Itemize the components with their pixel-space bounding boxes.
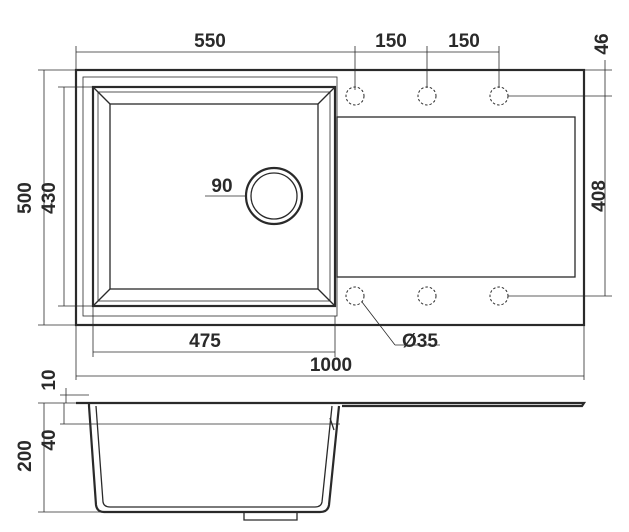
drainboard (336, 116, 576, 278)
hole-bot-3 (489, 286, 509, 306)
label-500: 500 (15, 182, 36, 214)
bevel-br (317, 288, 336, 307)
hole-bot-1 (345, 286, 365, 306)
label-475: 475 (189, 331, 221, 352)
label-408: 408 (589, 180, 610, 212)
sink-outline (74, 68, 586, 327)
bowl-floor (109, 103, 319, 290)
label-90: 90 (211, 176, 232, 197)
label-46: 46 (592, 33, 613, 54)
hole-top-3 (489, 86, 509, 106)
top-view-dimensions (38, 46, 612, 380)
bowl-band (97, 91, 331, 302)
bevel-tl (92, 86, 111, 105)
tap-holes (345, 86, 509, 306)
label-40: 40 (39, 429, 60, 450)
label-10: 10 (39, 369, 60, 390)
hole-top-2 (417, 86, 437, 106)
label-150-b: 150 (448, 31, 480, 52)
top-view: 550 150 150 46 408 500 430 90 475 1000 Ø… (15, 31, 613, 380)
bowl-surround (82, 76, 338, 317)
label-200: 200 (15, 440, 36, 472)
label-150-a: 150 (375, 31, 407, 52)
bowl-outer (91, 85, 337, 308)
side-drain (243, 512, 298, 521)
side-view: 10 200 40 (15, 369, 587, 521)
side-bowl-outer (87, 403, 341, 514)
label-430: 430 (39, 182, 60, 214)
side-view-dimensions (38, 388, 340, 513)
label-550: 550 (194, 31, 226, 52)
drain-outer (244, 166, 304, 226)
bevel-bl (92, 288, 111, 307)
label-diameter-35: Ø35 (402, 331, 438, 352)
hole-bot-2 (417, 286, 437, 306)
side-bowl-inner (95, 405, 333, 508)
drain-inner (250, 172, 298, 220)
bevel-tr (317, 86, 336, 105)
side-rim (76, 401, 587, 408)
label-1000: 1000 (310, 355, 352, 376)
